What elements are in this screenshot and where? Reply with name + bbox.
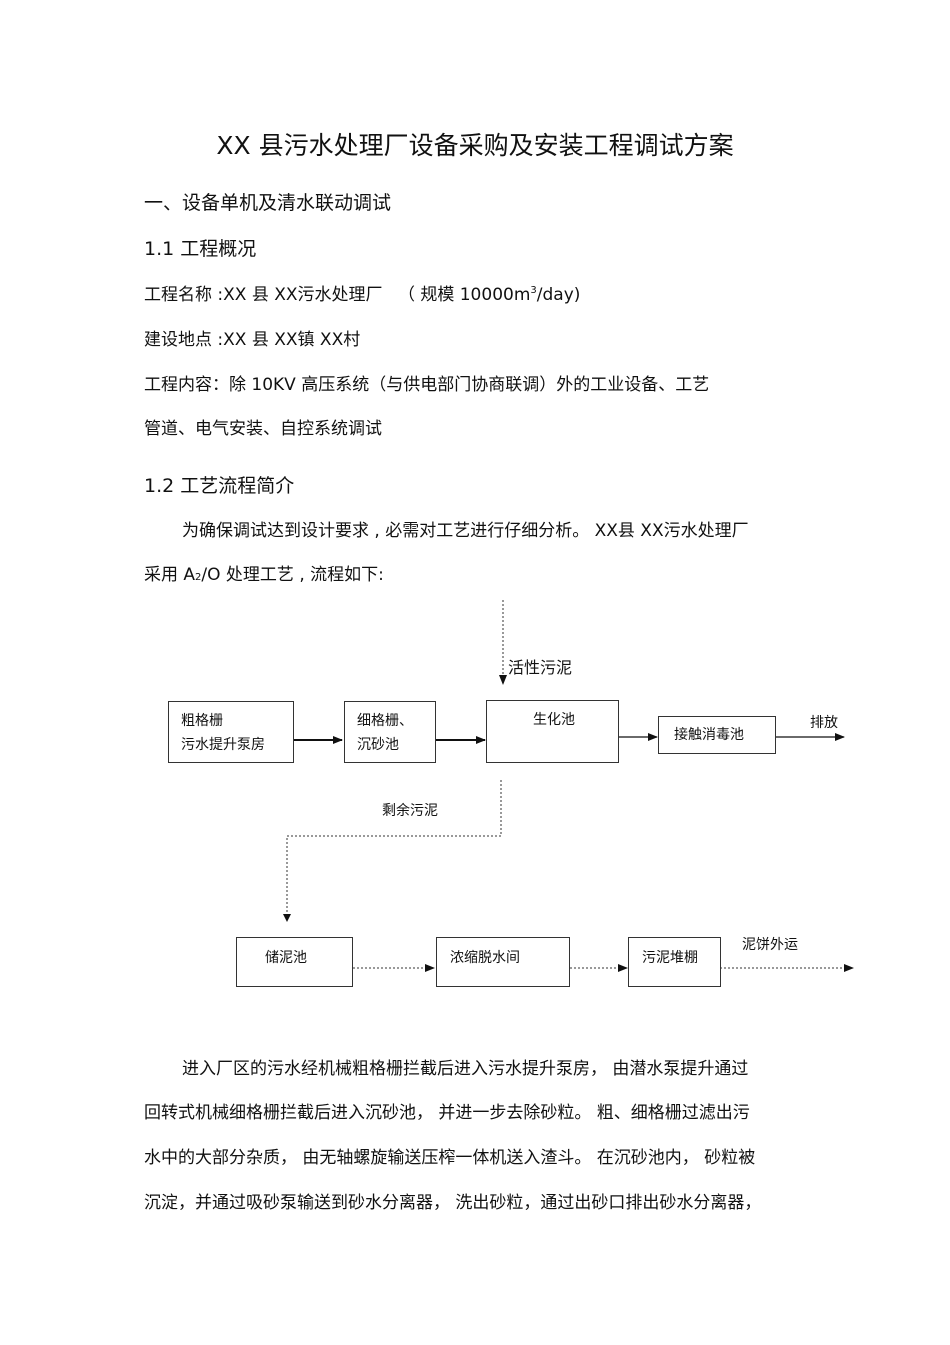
surplus-sludge-path (286, 780, 502, 918)
intro-line-2-b: /O 处理工艺 , 流程如下: (201, 565, 384, 585)
box-contact-disinfection: 接触消毒池 (658, 716, 776, 754)
body-line-2: 回转式机械细格栅拦截后进入沉砂池， 并进一步去除砂粒。 粗、细格栅过滤出污 (144, 1103, 750, 1123)
intro-line-1: 为确保调试达到设计要求 , 必需对工艺进行仔细分析。 XX县 XX污水处理厂 (182, 521, 749, 541)
content-line-2: 管道、电气安装、自控系统调试 (144, 419, 382, 439)
box-sludge-shed: 污泥堆棚 (628, 937, 721, 987)
body-line-4: 沉淀，并通过吸砂泵输送到砂水分离器， 洗出砂粒，通过出砂口排出砂水分离器， (144, 1193, 762, 1213)
surplus-sludge-arrowhead (283, 914, 291, 922)
activated-sludge-label: 活性污泥 (508, 658, 573, 677)
surplus-sludge-label: 剩余污泥 (382, 803, 438, 819)
box-storage-label: 储泥池 (265, 950, 307, 966)
project-name-line: 工程名称 :XX 县 XX污水处理厂 （ 规模 10000m3/day) (144, 284, 580, 306)
cake-out-label: 泥饼外运 (742, 937, 798, 953)
body-line-1: 进入厂区的污水经机械粗格栅拦截后进入污水提升泵房， 由潜水泵提升通过 (182, 1059, 749, 1079)
project-scale-suffix: /day) (536, 285, 581, 305)
box-coarse-line-2: 污水提升泵房 (181, 737, 265, 753)
project-scale-prefix: （ 规模 10000m (397, 285, 531, 305)
box-sludge-storage: 储泥池 (236, 937, 353, 987)
project-scale-sup: 3 (530, 285, 537, 296)
intro-line-2: 采用 A2/O 处理工艺 , 流程如下: (144, 564, 384, 586)
box-coarse-line-1: 粗格栅 (181, 713, 223, 729)
content-line-1: 工程内容：除 10KV 高压系统（与供电部门协商联调）外的工业设备、工艺 (144, 375, 710, 395)
body-line-3: 水中的大部分杂质， 由无轴螺旋输送压榨一体机送入渣斗。 在沉砂池内， 砂粒被 (144, 1148, 756, 1168)
section-heading-1: 一、设备单机及清水联动调试 (144, 192, 392, 214)
box-contact-label: 接触消毒池 (674, 727, 744, 743)
box-fine-line-2: 沉砂池 (357, 737, 399, 753)
document-title: XX 县污水处理厂设备采购及安装工程调试方案 (216, 131, 734, 160)
intro-line-2-sub: 2 (195, 572, 202, 583)
box-biological-tank: 生化池 (486, 700, 619, 763)
box-fine-screen-grit: 细格栅、 沉砂池 (344, 701, 436, 763)
box-bio-label: 生化池 (533, 712, 575, 728)
project-name-label: 工程名称 :XX 县 XX污水处理厂 (144, 285, 383, 305)
discharge-label: 排放 (810, 715, 838, 731)
location-line: 建设地点 :XX 县 XX镇 XX村 (144, 330, 361, 350)
box-shed-label: 污泥堆棚 (642, 950, 698, 966)
subsection-heading-1-1: 1.1 工程概况 (144, 238, 257, 260)
box-thickening-dewatering: 浓缩脱水间 (436, 937, 570, 987)
intro-line-2-a: 采用 A (144, 565, 196, 585)
box-dewater-label: 浓缩脱水间 (450, 950, 520, 966)
subsection-heading-1-2: 1.2 工艺流程简介 (144, 475, 295, 497)
box-coarse-screen-pump: 粗格栅 污水提升泵房 (168, 701, 294, 763)
box-fine-line-1: 细格栅、 (357, 713, 413, 729)
